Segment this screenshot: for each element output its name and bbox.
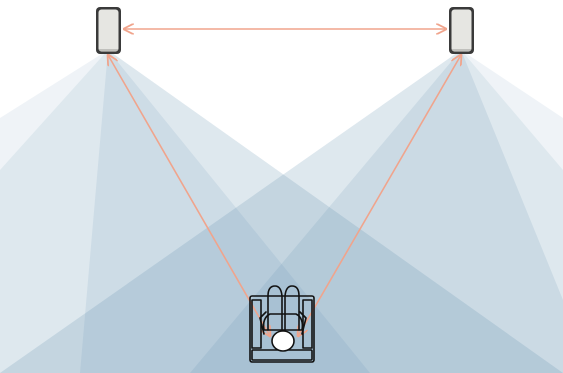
listener-head xyxy=(271,330,295,352)
listener-left-arm xyxy=(259,311,267,335)
seated-listener-icon xyxy=(249,285,315,363)
right-speaker-icon xyxy=(449,7,474,54)
sound-paths xyxy=(108,29,461,336)
left-speaker-to-listener-arrow xyxy=(108,55,270,336)
left-speaker-icon xyxy=(96,7,121,54)
listener-right-arm xyxy=(299,311,307,335)
listener-right-leg xyxy=(284,285,300,331)
right-speaker-to-listener-arrow xyxy=(298,55,461,336)
listener-left-leg xyxy=(267,285,283,331)
listener-torso xyxy=(262,313,304,331)
